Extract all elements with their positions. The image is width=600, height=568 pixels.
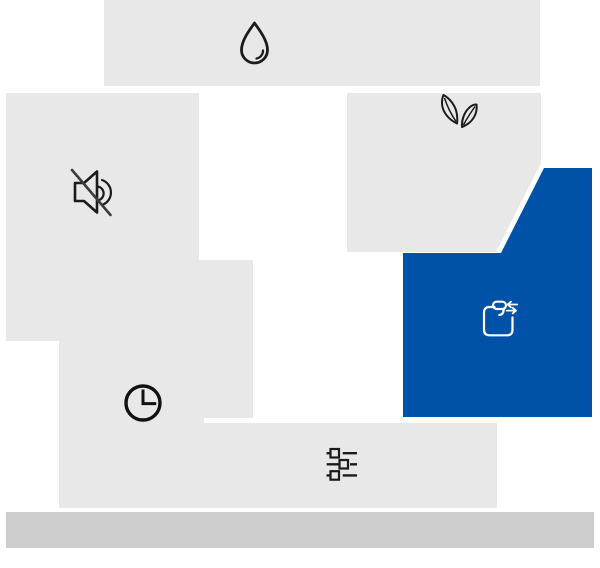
bottom-bar — [6, 512, 594, 548]
tile-clock — [59, 260, 253, 423]
leaf-icon — [439, 92, 481, 130]
sliders-icon — [324, 446, 360, 482]
tile-eco-leaf — [347, 93, 541, 252]
tile-settings-sliders — [59, 423, 497, 508]
volume-muted-icon — [69, 167, 115, 217]
water-drop-icon — [238, 19, 271, 66]
tile-water-drop — [104, 0, 540, 86]
share-sync-icon — [480, 298, 520, 338]
clock-icon — [122, 382, 164, 424]
